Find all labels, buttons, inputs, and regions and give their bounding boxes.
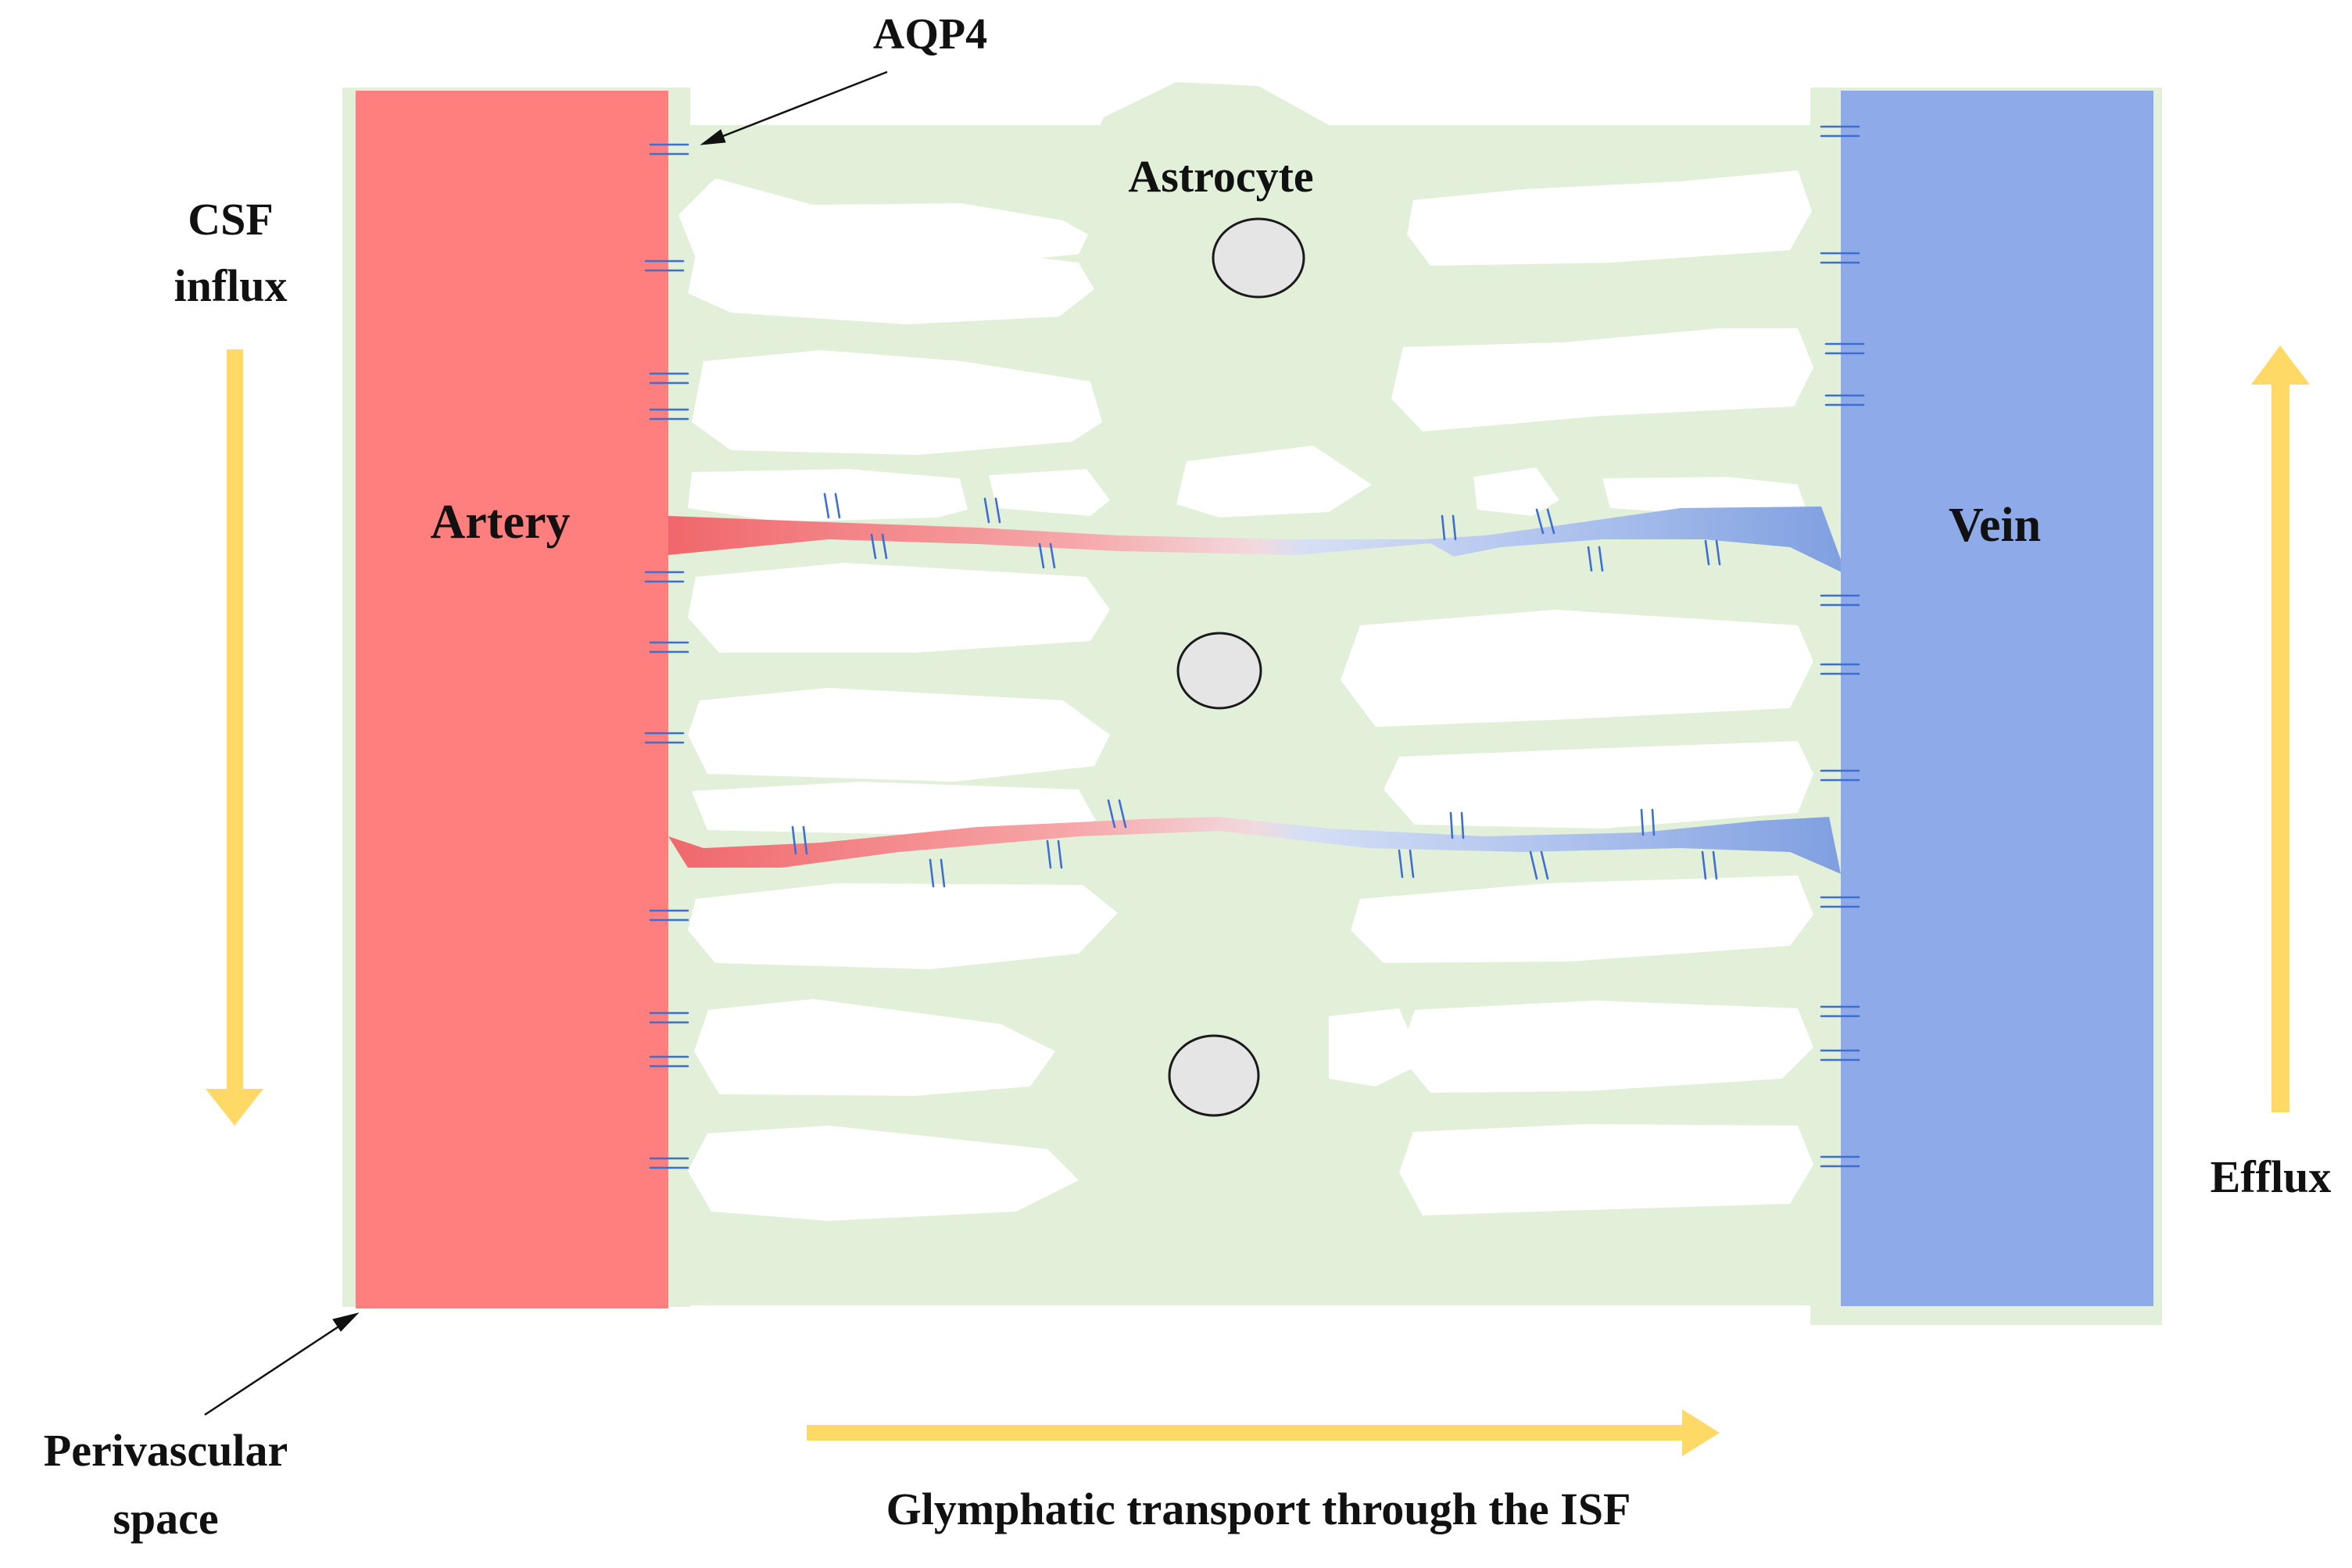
aqp4-channel-icon bbox=[1038, 542, 1056, 569]
csf-label-line1: CSF bbox=[188, 194, 274, 245]
csf-label-line2: influx bbox=[174, 260, 287, 311]
aqp4-channel-icon bbox=[1820, 896, 1860, 908]
aqp4-channels-vein bbox=[1820, 125, 1865, 1168]
aqp4-channel-icon bbox=[649, 408, 689, 421]
aqp4-channel-icon bbox=[649, 641, 689, 653]
artery bbox=[356, 91, 668, 1308]
aqp4-channel-icon bbox=[1820, 252, 1860, 264]
aqp4-pointer-line bbox=[714, 70, 888, 141]
aqp4-channel-icon bbox=[1820, 663, 1860, 675]
aqp4-channel-icon bbox=[1820, 125, 1860, 138]
astrocyte-label: Astrocyte bbox=[1128, 151, 1313, 202]
aqp4-channel-icon bbox=[1640, 808, 1656, 836]
aqp4-channel-icon bbox=[1820, 594, 1860, 607]
capillary-lower bbox=[668, 817, 1841, 874]
perivascular-pointer-arrowhead-icon bbox=[332, 1312, 360, 1332]
aqp4-channel-icon bbox=[1107, 799, 1127, 829]
perivascular-pointer-line bbox=[204, 1319, 348, 1416]
artery-label: Artery bbox=[431, 496, 571, 549]
aqp4-channel-icon bbox=[1820, 769, 1860, 782]
labels: AQP4 Astrocyte CSF influx Artery Vein Ef… bbox=[44, 10, 2332, 1544]
perivascular-label-line1: Perivascular bbox=[44, 1425, 288, 1476]
aqp4-channel-icon bbox=[649, 143, 689, 156]
pointer-arrows bbox=[204, 70, 888, 1416]
aqp4-channels-artery bbox=[644, 143, 689, 1169]
aqp4-label: AQP4 bbox=[873, 10, 987, 59]
aqp4-channel-icon bbox=[870, 533, 888, 560]
aqp4-channel-icon bbox=[649, 1055, 689, 1068]
aqp4-channel-icon bbox=[823, 492, 841, 519]
aqp4-channel-icon bbox=[649, 1157, 689, 1169]
efflux-label: Efflux bbox=[2211, 1151, 2332, 1202]
aqp4-channel-icon bbox=[1535, 508, 1555, 535]
extracellular-spaces bbox=[678, 170, 1813, 1221]
aqp4-channel-icon bbox=[791, 825, 808, 855]
aqp4-channel-icon bbox=[644, 571, 685, 583]
aqp4-channel-icon bbox=[644, 732, 685, 744]
aqp4-channel-icon bbox=[1824, 342, 1865, 355]
aqp4-channel-icon bbox=[644, 260, 685, 272]
aqp4-channel-icon bbox=[1529, 850, 1549, 880]
aqp4-channel-icon bbox=[1820, 1049, 1860, 1061]
aqp4-channel-icon bbox=[1398, 849, 1415, 879]
vein-label: Vein bbox=[1949, 499, 2041, 552]
vein bbox=[1841, 91, 2153, 1306]
astrocyte-nucleus-icon bbox=[1168, 1034, 1260, 1117]
aqp4-channel-icon bbox=[1820, 1155, 1860, 1168]
aqp4-channel-icon bbox=[1046, 839, 1063, 869]
glymphatic-transport-arrow-icon bbox=[807, 1409, 1720, 1456]
astrocyte-network bbox=[678, 82, 1813, 1305]
aqp4-channel-icon bbox=[649, 372, 689, 385]
aqp4-channel-icon bbox=[929, 858, 946, 888]
capillaries bbox=[668, 507, 1846, 874]
aqp4-channel-icon bbox=[1820, 1005, 1860, 1018]
flow-arrows bbox=[206, 345, 2310, 1456]
astrocyte-nucleus-icon bbox=[1176, 632, 1262, 710]
aqp4-channel-icon bbox=[1824, 394, 1865, 406]
astrocyte-body-top bbox=[1079, 82, 1390, 516]
glymphatic-transport-label: Glymphatic transport through the ISF bbox=[886, 1484, 1631, 1534]
aqp4-channel-icon bbox=[649, 1011, 689, 1024]
aqp4-channels-capillaries bbox=[791, 492, 1721, 888]
aqp4-channel-icon bbox=[1449, 811, 1465, 839]
aqp4-pointer-arrowhead-icon bbox=[700, 129, 726, 145]
aqp4-channel-icon bbox=[1441, 514, 1457, 541]
perivascular-label-line2: space bbox=[113, 1493, 218, 1544]
capillary-upper bbox=[668, 507, 1846, 575]
aqp4-channel-icon bbox=[1704, 539, 1721, 566]
csf-influx-arrow-icon bbox=[206, 349, 263, 1126]
astrocyte-nucleus-icon bbox=[1212, 217, 1305, 299]
aqp4-channel-icon bbox=[649, 909, 689, 922]
aqp4-channel-icon bbox=[983, 497, 1001, 524]
aqp4-channel-icon bbox=[1701, 850, 1718, 880]
efflux-arrow-icon bbox=[2251, 345, 2310, 1112]
aqp4-channel-icon bbox=[1587, 546, 1604, 572]
